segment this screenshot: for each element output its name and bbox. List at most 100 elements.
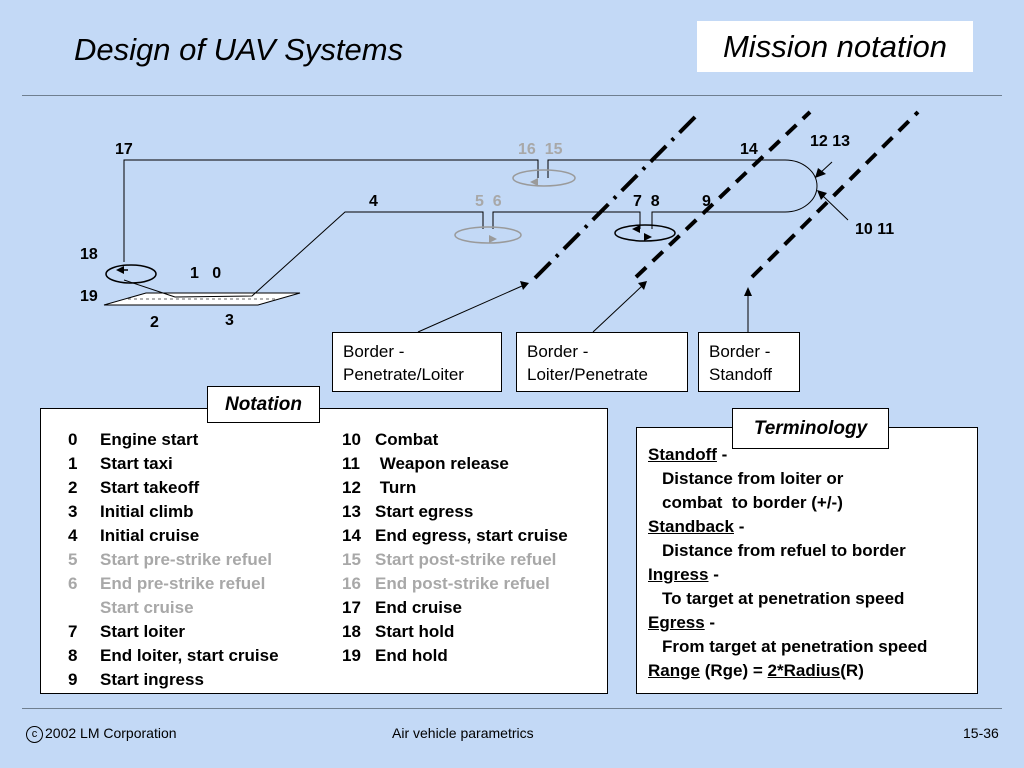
point-label-12-13: 12 13 [810,133,851,150]
standoff-definition-2: combat to border (+/-) [662,493,843,512]
notation-text: Start egress [375,502,474,521]
egress-term: Egress [648,613,705,632]
notation-number: 13 [342,502,361,521]
notation-item: 10 Combat [342,430,612,452]
notation-number: 0 [68,430,78,449]
term-dash: - [716,445,728,464]
point-label-10-11: 10 11 [855,221,895,238]
standoff-line: Standoff - [648,445,727,465]
outbound-path [174,211,484,298]
section-title: Mission notation [697,21,973,72]
point-label-3: 3 [225,312,234,329]
notation-number: 17 [342,598,361,617]
notation-item: 11 Weapon release [342,454,612,476]
border-loiter-penetrate-box: Border - Loiter/Penetrate [516,332,688,392]
notation-item: 4 Initial cruise [68,526,338,548]
notation-number: 1 [68,454,78,473]
range-mid: (Rge) = [699,661,768,680]
notation-item: 12 Turn [342,478,612,500]
notation-number: 5 [68,550,78,569]
border-loiter-penetrate-line [634,110,812,279]
copyright-text: 2002 LM Corporation [45,725,177,741]
notation-number: 15 [342,550,361,569]
notation-number: 16 [342,574,361,593]
notation-text: Weapon release [375,454,509,473]
notation-number: 4 [68,526,78,545]
notation-item: 17 End cruise [342,598,612,620]
notation-number: 19 [342,646,361,665]
point-label-2: 2 [150,314,159,331]
header-divider [22,95,1002,96]
notation-item: Start cruise [68,598,338,620]
notation-item: 0 Engine start [68,430,338,452]
border-label-line1: Border - [527,342,589,361]
term-dash: - [733,517,745,536]
notation-number: 8 [68,646,78,665]
notation-text: Start loiter [100,622,186,641]
border-label-line1: Border - [343,342,405,361]
notation-title: Notation [207,386,320,423]
post-strike-refuel-orbit [512,169,576,187]
notation-number: 2 [68,478,78,497]
border-label-line2: Standoff [709,365,773,384]
point-label-4: 4 [369,193,378,210]
notation-text: End pre-strike refuel [100,574,266,593]
term-dash: - [708,565,719,584]
egress-line: Egress - [648,613,715,633]
notation-number: 10 [342,430,361,449]
notation-text: End cruise [375,598,462,617]
point-label-14: 14 [740,141,758,158]
hold-orbit [105,264,157,284]
border-label-line1: Border - [709,342,771,361]
ingress-definition: To target at penetration speed [662,589,905,608]
notation-text: Initial cruise [100,526,200,545]
term-dash: - [704,613,716,632]
footer-page-number: 15-36 [963,725,999,741]
notation-item: 8 End loiter, start cruise [68,646,338,668]
terminology-title: Terminology [732,408,889,449]
point-label-5-6: 5 6 [475,193,502,210]
ingress-line: Ingress - [648,565,719,585]
notation-text: Turn [375,478,417,497]
standoff-term: Standoff [648,445,717,464]
notation-item: 13 Start egress [342,502,612,524]
border-standoff-line [750,110,920,279]
notation-text: End egress, start cruise [375,526,568,545]
notation-item: 9 Start ingress [68,670,338,692]
terminology-panel: Standoff - Distance from loiter or comba… [636,427,978,694]
return-path [123,159,539,262]
notation-text: End loiter, start cruise [100,646,279,665]
ingress-path [651,211,760,229]
point-label-1-0: 1 0 [190,265,222,282]
point-label-16-15: 16 15 [518,141,563,158]
ingress-term: Ingress [648,565,709,584]
standback-line: Standback - [648,517,744,537]
border-label-line2: Penetrate/Loiter [343,365,464,384]
standback-definition: Distance from refuel to border [662,541,906,560]
notation-number: 18 [342,622,361,641]
notation-text: Start taxi [100,454,173,473]
point-label-18: 18 [80,246,98,263]
pre-strike-refuel-orbit [454,226,522,244]
copyright-icon: c [26,726,43,743]
notation-item: 1 Start taxi [68,454,338,476]
turn-path [547,159,818,213]
point-label-17: 17 [115,141,133,158]
standoff-definition: Distance from loiter or [662,469,844,488]
page-title: Design of UAV Systems [74,32,404,67]
standback-term: Standback [648,517,734,536]
notation-text: Engine start [100,430,199,449]
footer-divider [22,708,1002,709]
notation-text: Combat [375,430,439,449]
notation-number: 9 [68,670,78,689]
notation-text: Start ingress [100,670,204,689]
range-term: Range [648,661,700,680]
